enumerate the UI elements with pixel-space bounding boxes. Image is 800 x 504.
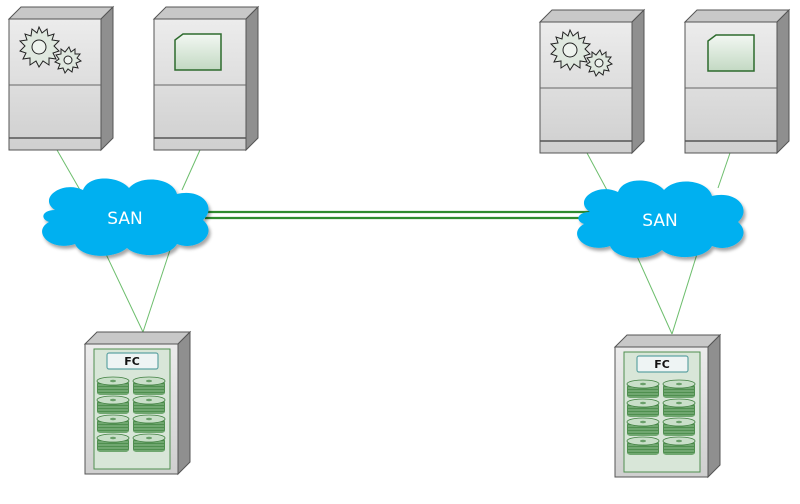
server-to-san-links [56, 149, 731, 335]
fc-storage-array[interactable]: FC [615, 335, 720, 477]
disk-array-icon [85, 332, 190, 474]
fc-label: FC [654, 358, 670, 371]
fc-storage-array[interactable]: FC [85, 332, 190, 474]
san-cloud[interactable]: SAN [42, 179, 208, 256]
fc-label: FC [124, 355, 140, 368]
document-card-icon [707, 34, 755, 72]
file-server[interactable] [153, 6, 259, 151]
application-server[interactable] [539, 9, 645, 154]
file-server[interactable] [684, 9, 790, 154]
application-server[interactable] [8, 6, 114, 151]
san-label: SAN [107, 209, 142, 229]
document-card-icon [174, 33, 222, 71]
disk-array-icon [615, 335, 720, 477]
san-label: SAN [642, 211, 677, 231]
inter-site-link [205, 210, 595, 220]
san-cloud[interactable]: SAN [577, 181, 743, 258]
site-2: SAN FC [539, 9, 790, 477]
site-1: SAN FC [8, 6, 259, 474]
